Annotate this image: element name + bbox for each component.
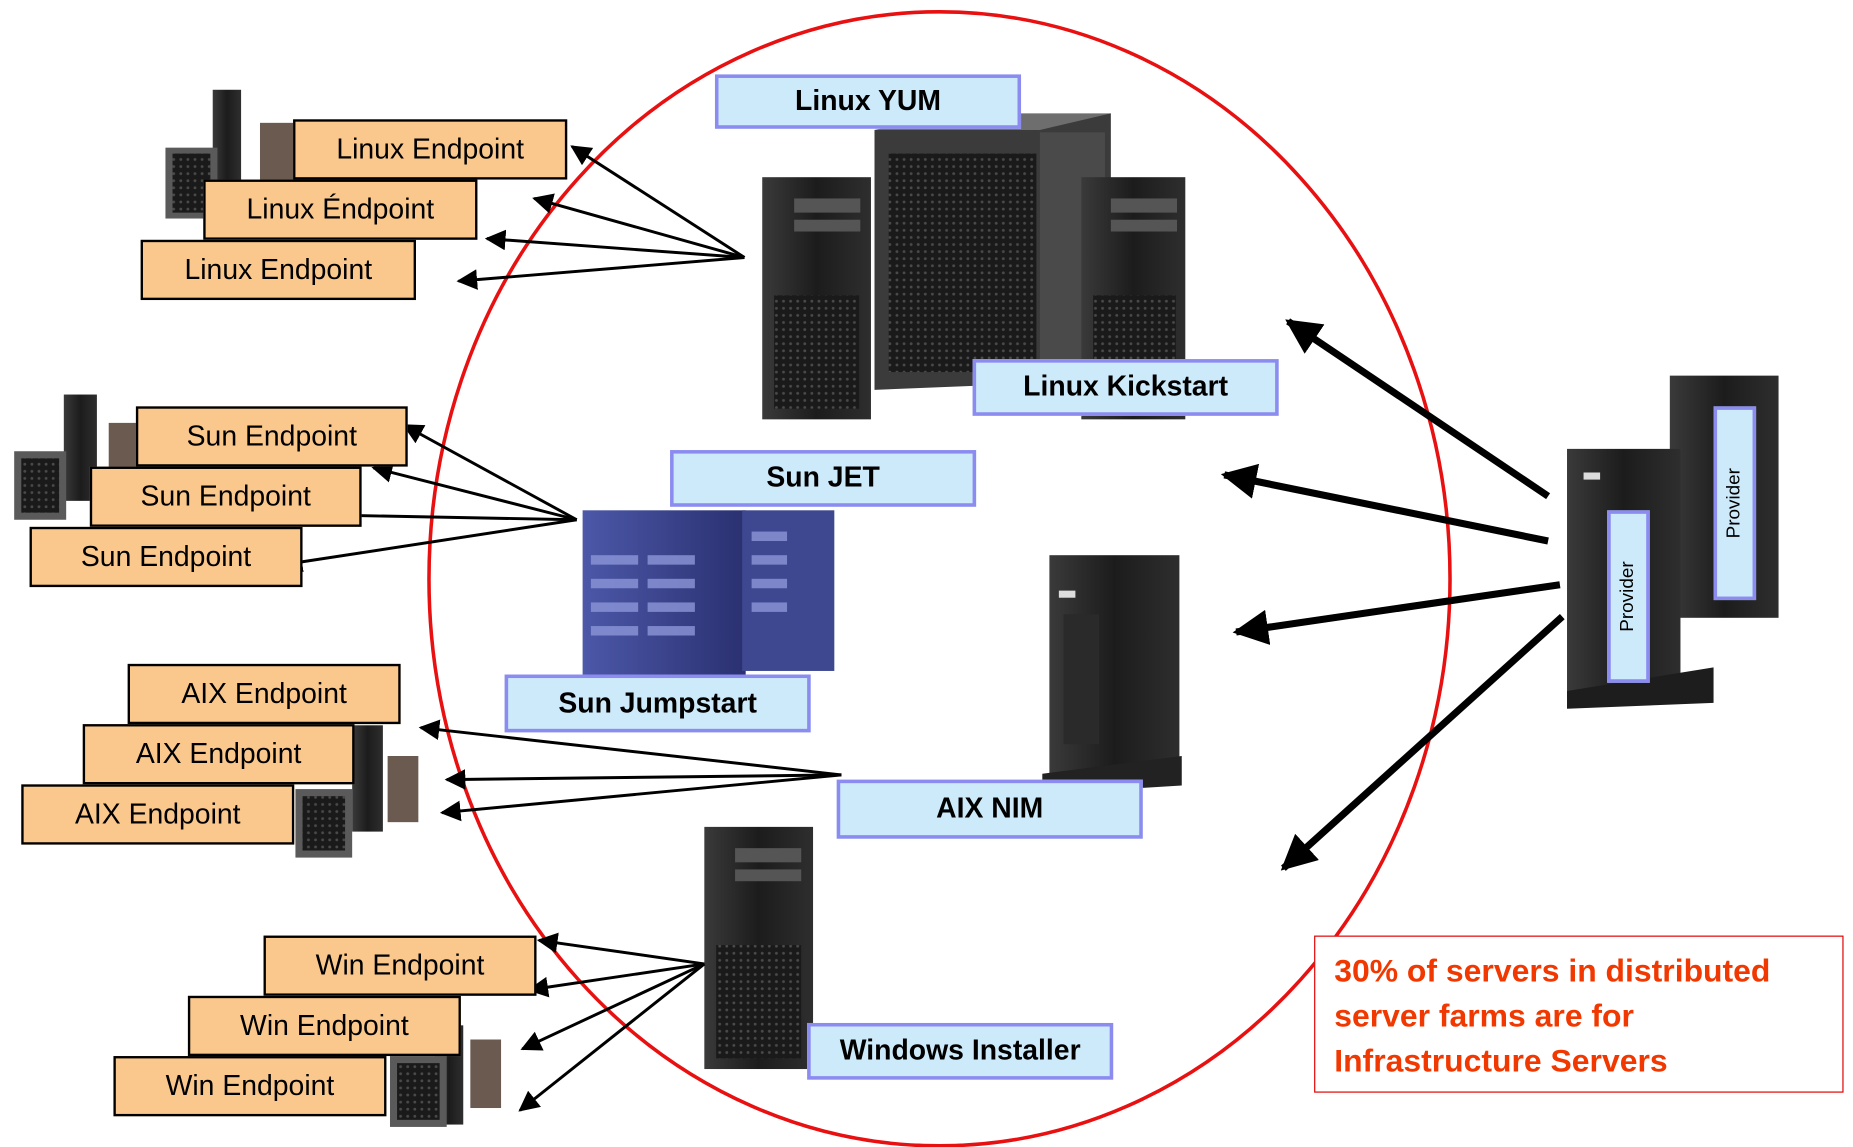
sun-endpoint-label: Sun Endpoint <box>29 526 303 588</box>
provider-label: Provider <box>1713 406 1757 601</box>
linux-endpoint-label: Linux Endpoint <box>140 239 416 301</box>
linux-endpoint-label: Linux Éndpoint <box>203 179 478 240</box>
linux-yum-tower-icon <box>762 177 871 420</box>
aix-endpoint-label: AIX Endpoint <box>127 663 401 725</box>
provider-label: Provider <box>1607 510 1650 683</box>
windows-installer-server-icon <box>704 826 814 1070</box>
win-endpoint-label: Win Endpoint <box>263 935 537 996</box>
windows-distribution-arrows <box>518 932 706 1112</box>
win-endpoint-label: Win Endpoint <box>187 995 461 1057</box>
sun-jet-label: Sun JET <box>670 450 977 507</box>
aix-nim-label: AIX NIM <box>836 779 1143 839</box>
infrastructure-servers-note: 30% of servers in distributed server far… <box>1314 935 1844 1093</box>
sun-endpoint-machines-icon <box>14 394 138 520</box>
linux-yum-label: Linux YUM <box>714 74 1022 129</box>
windows-installer-label: Windows Installer <box>807 1022 1114 1080</box>
aix-endpoint-label: AIX Endpoint <box>21 784 295 845</box>
sun-endpoint-label: Sun Endpoint <box>89 466 362 527</box>
sun-jumpstart-label: Sun Jumpstart <box>504 674 811 733</box>
sun-jumpstart-server-icon <box>582 510 835 676</box>
sun-distribution-arrows <box>281 423 578 573</box>
aix-nim-server-icon <box>1042 555 1182 794</box>
aix-distribution-arrows <box>418 719 842 822</box>
linux-kickstart-label: Linux Kickstart <box>972 359 1279 416</box>
infrastructure-boundary-circle <box>427 10 1452 1147</box>
linux-endpoint-label: Linux Endpoint <box>293 119 568 180</box>
provider-label-text: Provider <box>1617 561 1638 632</box>
aix-endpoint-machines-icon <box>295 725 419 858</box>
linux-yum-rack-server-icon <box>874 113 1111 390</box>
provider-arrows <box>1220 318 1565 871</box>
provider-label-text: Provider <box>1724 468 1745 539</box>
linux-distribution-arrows <box>456 145 746 290</box>
win-endpoint-label: Win Endpoint <box>113 1056 387 1117</box>
win-endpoint-machines-icon <box>389 1025 502 1127</box>
sun-endpoint-label: Sun Endpoint <box>135 406 408 467</box>
aix-endpoint-label: AIX Endpoint <box>82 724 355 785</box>
